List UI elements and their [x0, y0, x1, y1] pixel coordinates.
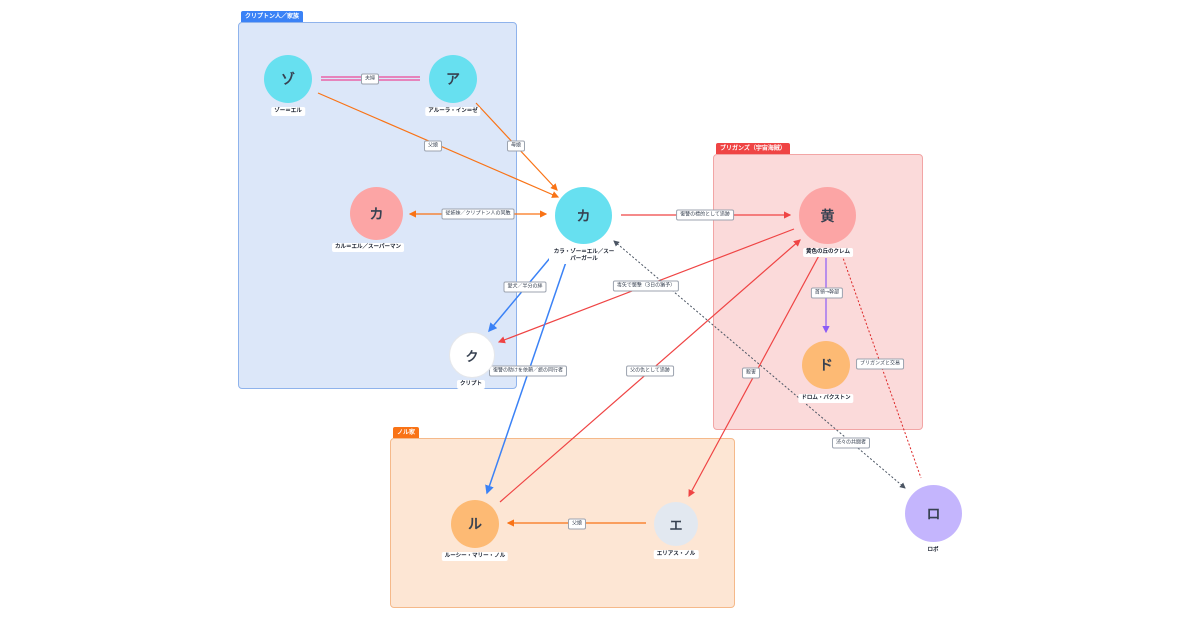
node-zor[interactable]: ゾ: [264, 55, 312, 103]
edge-label-deal: ブリガンズと交易: [856, 358, 904, 370]
edge-label-father: 父娘: [423, 140, 443, 152]
node-kal-caption: カル＝エル／スーパーマン: [332, 243, 404, 252]
node-kal[interactable]: カ: [350, 187, 403, 240]
node-elias[interactable]: エ: [654, 502, 698, 546]
node-krem-caption: 黄色の丘のクレム: [803, 248, 853, 257]
edge-label-boss: 首領→幹部: [810, 287, 844, 299]
edge-label-pet: 愛犬／半分の絆: [503, 281, 547, 293]
node-elias-caption: エリアス・ノル: [653, 550, 699, 559]
node-krypto-caption: クリプト: [456, 380, 486, 389]
edge-label-mother: 母娘: [506, 140, 526, 152]
node-drom-caption: ドロム・バクストン: [798, 394, 854, 403]
edge-label-partner: 復讐の助けを依頼／旅の同行者: [488, 365, 568, 377]
edge-label-murder: 殺害: [741, 367, 761, 379]
node-krem[interactable]: 黄: [799, 187, 856, 244]
node-lucy-caption: ルーシー・マリー・ノル: [441, 552, 509, 561]
group-krypton-label: クリプトン人／家族: [241, 11, 304, 22]
node-kara-caption: カラ・ゾー＝エル／スーパーガール: [549, 248, 619, 264]
node-zor-caption: ゾー＝エル: [271, 107, 305, 116]
node-drom[interactable]: ド: [802, 341, 850, 389]
edge-label-co-conspirator: 渋々の共闘者: [831, 437, 871, 449]
node-alura-caption: アルーラ・イン＝ゼ: [425, 107, 481, 116]
node-kara[interactable]: カ: [555, 187, 612, 244]
node-alura[interactable]: ア: [429, 55, 477, 103]
edge-deal: [841, 254, 922, 479]
node-lucy[interactable]: ル: [451, 500, 499, 548]
node-krypto[interactable]: ク: [449, 332, 495, 378]
edge-label-father-revenge: 父の仇として追跡: [626, 365, 674, 377]
edge-pet: [488, 257, 551, 333]
edge-label-poison: 毒矢で襲撃（3日の猶予）: [612, 280, 680, 292]
group-brigands-label: ブリガンズ（宇宙海賊）: [716, 143, 790, 154]
edge-label-revenge-chase: 復讐の標的として追跡: [676, 209, 734, 221]
edge-label-couple: 夫婦: [360, 73, 380, 85]
group-nor-label: ノル家: [393, 427, 420, 438]
node-robo-caption: ロボ: [924, 546, 942, 555]
edge-label-parent: 父娘: [567, 518, 587, 530]
edge-label-cousins: 従姉妹／クリプトン人の同胞: [441, 208, 515, 220]
node-robo[interactable]: ロ: [905, 485, 962, 542]
edge-partner: [485, 261, 567, 495]
